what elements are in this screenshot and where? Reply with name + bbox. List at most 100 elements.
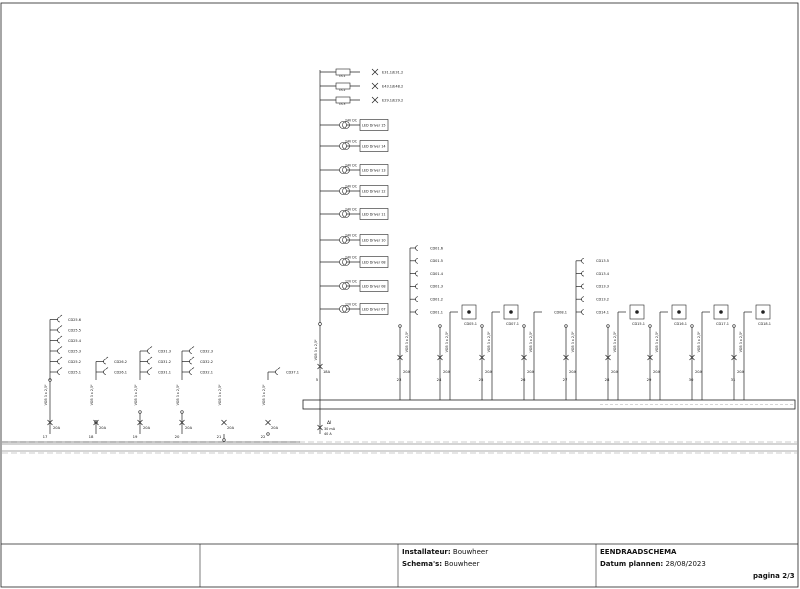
schemas-label: Schema's: bbox=[402, 560, 443, 568]
switch-box bbox=[335, 82, 351, 90]
transformer-icon bbox=[339, 166, 347, 174]
cable-label: VOB 3 x 2,5² bbox=[487, 331, 491, 352]
terminal-circle bbox=[398, 324, 402, 328]
cable-label: VOB 3 x 2,5² bbox=[613, 331, 617, 352]
device-dot bbox=[761, 310, 765, 314]
drawing-layer: VOB 3 x 2,5²20A17CD25.6CD25.5CD25.4CD25.… bbox=[2, 68, 771, 443]
socket-pin bbox=[59, 356, 63, 359]
outlet-label: CD32.3 bbox=[200, 349, 213, 353]
breaker-cross bbox=[731, 354, 737, 361]
breaker-cross bbox=[179, 419, 185, 426]
socket-symbol bbox=[57, 348, 61, 354]
breaker-rating: 18A bbox=[323, 370, 331, 374]
driver-box bbox=[359, 119, 389, 131]
terminal-circle bbox=[138, 410, 142, 414]
socket-pin bbox=[59, 325, 63, 328]
driver-label: LED Driver 12 bbox=[362, 189, 386, 193]
breaker-rating: 20A bbox=[569, 370, 577, 374]
transformer-icon bbox=[339, 282, 347, 290]
circuit-number: 20 bbox=[175, 434, 180, 439]
socket-symbol bbox=[189, 348, 193, 354]
breaker-cross bbox=[397, 354, 403, 361]
diagram-title-text: EENDRAADSCHEMA bbox=[600, 548, 677, 556]
breaker-rating: 20A bbox=[443, 370, 451, 374]
breaker-cross bbox=[221, 419, 227, 426]
lamp-cross bbox=[371, 82, 379, 90]
circuit-number: 29 bbox=[647, 377, 652, 382]
outlet-label: CD07.1 bbox=[506, 322, 519, 326]
driver-label: LED Driver 13 bbox=[362, 168, 386, 172]
transformer-icon bbox=[342, 305, 350, 313]
socket-symbol bbox=[103, 358, 107, 365]
cable-label: VOB 3 x 2,5² bbox=[90, 384, 94, 405]
breaker-rating: 20A bbox=[527, 370, 535, 374]
transformer-icon bbox=[342, 210, 350, 218]
breaker-rating: 20A bbox=[53, 426, 61, 430]
terminal-circle bbox=[522, 324, 526, 328]
socket-symbol bbox=[581, 283, 585, 290]
breaker-rating: 20A bbox=[403, 370, 411, 374]
transformer-icon bbox=[339, 210, 347, 218]
circuit-number: 17 bbox=[43, 434, 48, 439]
transformer-icon bbox=[339, 187, 347, 195]
socket-symbol bbox=[275, 369, 279, 375]
socket-symbol bbox=[415, 283, 419, 290]
socket-symbol bbox=[415, 296, 419, 302]
schemas-value: Bouwheer bbox=[444, 560, 480, 568]
diagram-title: EENDRAADSCHEMA bbox=[600, 548, 676, 556]
cable-label: VOB 3 x 2,5² bbox=[445, 331, 449, 352]
outlet-label: CD32.1 bbox=[200, 370, 213, 374]
outlet-label: CD08.1 bbox=[554, 310, 567, 314]
switch-box bbox=[335, 96, 351, 104]
driver-voltage: 24V DC bbox=[345, 164, 358, 168]
breaker-rating: 20A bbox=[99, 426, 107, 430]
breaker-cross bbox=[563, 354, 569, 361]
driver-label: LED Driver 15 bbox=[362, 123, 386, 127]
driver-voltage: 24V DC bbox=[345, 208, 358, 212]
date-value: 28/08/2023 bbox=[665, 560, 706, 568]
circuit-number: 26 bbox=[521, 377, 526, 382]
switch-label: E43.1/E48.2 bbox=[382, 84, 403, 88]
lamp-cross bbox=[371, 68, 379, 76]
outlet-label: CD25.1 bbox=[68, 370, 81, 374]
breaker-cross bbox=[47, 419, 53, 426]
outlet-label: CD31.2 bbox=[158, 360, 171, 364]
cable-label: VOB 3 x 2,5² bbox=[314, 339, 318, 360]
terminal-circle bbox=[318, 322, 322, 326]
outlet-label: CD18.1 bbox=[758, 322, 771, 326]
breaker-cross bbox=[265, 419, 271, 426]
driver-label: LED Driver 10 bbox=[362, 238, 386, 242]
breaker-cross bbox=[479, 354, 485, 361]
breaker-rating: 20A bbox=[271, 426, 279, 430]
cable-label: VOB 3 x 2,5² bbox=[405, 331, 409, 352]
breaker-cross bbox=[521, 354, 527, 361]
circuit-number: 5 bbox=[316, 377, 319, 382]
socket-pin bbox=[191, 367, 195, 370]
socket-pin bbox=[59, 346, 63, 349]
cable-label: VOB 3 x 2,5² bbox=[262, 384, 266, 405]
breaker-cross bbox=[437, 354, 443, 361]
driver-voltage: 12V DC bbox=[345, 303, 358, 307]
device-dot bbox=[467, 310, 471, 314]
busbar bbox=[302, 399, 796, 410]
outlet-label: CD01.6 bbox=[430, 246, 443, 250]
cable-label: VOB 3 x 2,5² bbox=[739, 331, 743, 352]
breaker-cross bbox=[689, 354, 695, 361]
socket-pin bbox=[59, 335, 63, 338]
socket-pin bbox=[105, 356, 109, 359]
driver-voltage: 24V DC bbox=[345, 234, 358, 238]
transformer-icon bbox=[342, 236, 350, 244]
socket-pin bbox=[149, 367, 153, 370]
transformer-icon bbox=[339, 236, 347, 244]
breaker-cross bbox=[93, 419, 99, 426]
socket-symbol bbox=[189, 358, 193, 365]
driver-label: LED Driver 11 bbox=[362, 212, 386, 216]
breaker-rating: 20A bbox=[737, 370, 745, 374]
socket-symbol bbox=[581, 309, 585, 315]
switch-sublabel: CS.3 bbox=[339, 102, 346, 106]
page-number-text: pagina 2/3 bbox=[753, 572, 795, 580]
circuit-number: 31 bbox=[731, 377, 736, 382]
transformer-icon bbox=[342, 142, 350, 150]
